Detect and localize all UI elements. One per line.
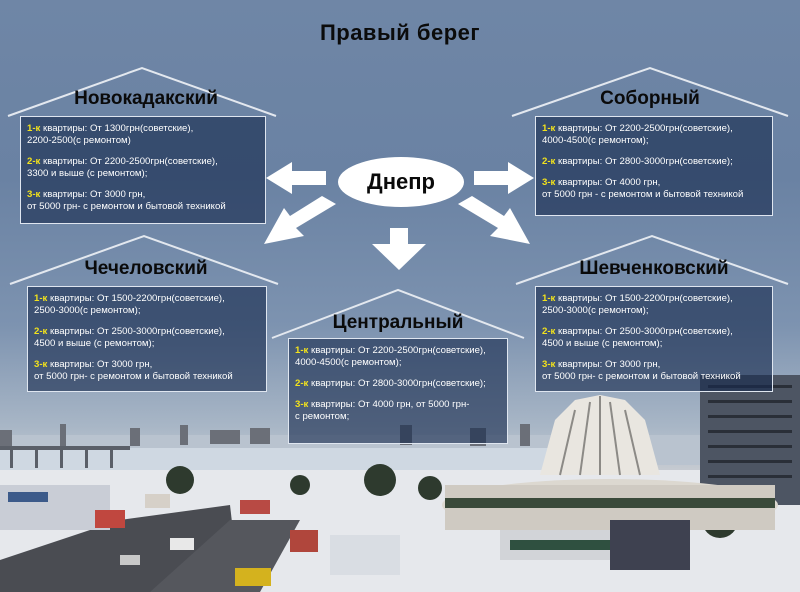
page-title: Правый берег [319, 20, 481, 45]
house-roof-sobornyi [511, 66, 789, 117]
house-roof-novokodakskyi [7, 66, 277, 117]
district-name-sobornyi: Соборный [600, 88, 700, 109]
arrow-down-icon [372, 228, 426, 270]
price-line-2room: 2-к квартиры: От 2800-3000грн(советские)… [295, 378, 486, 389]
price-line-3room: 3-к квартиры: От 4000 грн, от 5000 грн-с… [295, 399, 470, 422]
arrow-down-right-icon [458, 196, 530, 244]
district-name-shevchenkivskyi: Шевченковский [579, 258, 729, 279]
district-panel-sobornyi: 1-к квартиры: От 2200-2500грн(советские)… [535, 116, 773, 216]
arrow-right-icon [474, 162, 534, 194]
price-line-2room: 2-к квартиры: От 2200-2500грн(советские)… [27, 156, 218, 179]
city-label-dnipro: Днепр [338, 157, 464, 207]
price-line-3room: 3-к квартиры: От 3000 грн, от 5000 грн- … [34, 359, 233, 382]
house-roof-tsentralnyi [271, 288, 525, 339]
price-line-3room: 3-к квартиры: От 3000 грн,от 5000 грн- с… [27, 189, 226, 212]
district-panel-novokodakskyi: 1-к квартиры: От 1300грн(советские),2200… [20, 116, 266, 224]
price-line-1room: 1-к квартиры: От 1500-2200грн(советские)… [34, 293, 225, 316]
district-name-tsentralnyi: Центральный [332, 312, 464, 333]
district-panel-chechelivskyi: 1-к квартиры: От 1500-2200грн(советские)… [27, 286, 267, 392]
house-roof-chechelivskyi [9, 234, 279, 285]
price-line-3room: 3-к квартиры: От 4000 грн,от 5000 грн - … [542, 177, 744, 200]
district-name-novokodakskyi: Новокадакский [74, 88, 218, 109]
price-line-1room: 1-к квартиры: От 2200-2500грн(советские)… [295, 345, 486, 368]
price-line-3room: 3-к квартиры: От 3000 грн,от 5000 грн- с… [542, 359, 741, 382]
arrow-left-icon [266, 162, 326, 194]
price-line-2room: 2-к квартиры: От 2500-3000грн(советские)… [542, 326, 733, 349]
district-panel-shevchenkivskyi: 1-к квартиры: От 1500-2200грн(советские)… [535, 286, 773, 392]
house-roof-shevchenkivskyi [515, 234, 789, 285]
district-panel-tsentralnyi: 1-к квартиры: От 2200-2500грн(советские)… [288, 338, 508, 444]
price-line-2room: 2-к квартиры: От 2500-3000грн(советские)… [34, 326, 225, 349]
price-line-1room: 1-к квартиры: От 2200-2500грн(советские)… [542, 123, 733, 146]
price-line-1room: 1-к квартиры: От 1500-2200грн(советские)… [542, 293, 733, 316]
arrow-down-left-icon [264, 196, 336, 244]
price-line-2room: 2-к квартиры: От 2800-3000грн(советские)… [542, 156, 733, 167]
price-line-1room: 1-к квартиры: От 1300грн(советские),2200… [27, 123, 194, 146]
district-name-chechelivskyi: Чечеловский [84, 258, 208, 279]
